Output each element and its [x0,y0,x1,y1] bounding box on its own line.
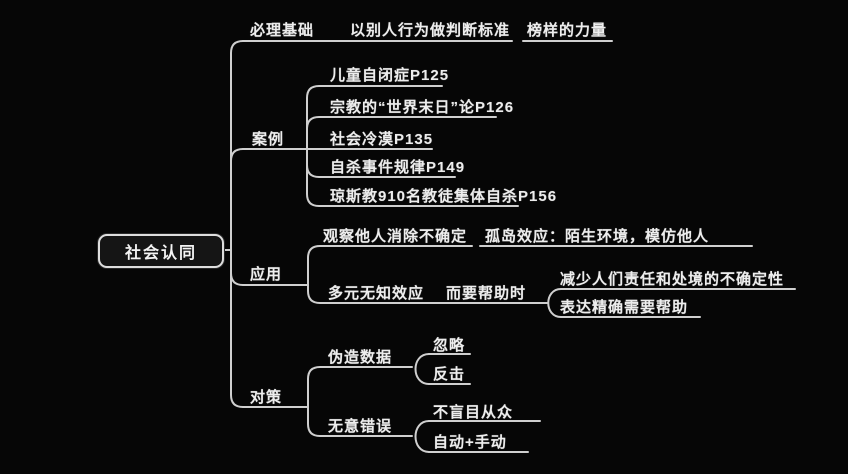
node-express-precise[interactable]: 表达精确需要帮助 [560,299,689,316]
connector-path [414,420,430,453]
branch-cases[interactable]: 案例 [252,131,285,148]
node-case-autism[interactable]: 儿童自闭症P125 [330,67,450,84]
connector-path [307,245,473,286]
node-model-power[interactable]: 榜样的力量 [527,22,608,39]
connector-path [307,284,549,304]
node-case-apathy[interactable]: 社会冷漠P135 [330,131,434,148]
node-unintentional-error[interactable]: 无意错误 [328,418,393,435]
node-auto-manual[interactable]: 自动+手动 [433,434,507,451]
node-counterattack[interactable]: 反击 [433,366,466,383]
connector-path [306,85,443,150]
node-no-blind-follow[interactable]: 不盲目从众 [433,404,514,421]
connector-path [307,366,413,408]
branch-countermeasure[interactable]: 对策 [250,389,283,406]
node-when-need-help[interactable]: 而要帮助时 [446,285,527,302]
connector-path [414,353,430,385]
connector-path [306,116,497,150]
node-island-effect[interactable]: 孤岛效应：陌生环境，模仿他人 [485,228,710,245]
node-reduce-uncertainty[interactable]: 减少人们责任和处境的不确定性 [560,271,785,288]
node-case-jonestown[interactable]: 琼斯教910名教徒集体自杀P156 [330,188,558,205]
node-fake-data[interactable]: 伪造数据 [328,349,393,366]
node-pluralistic-ignorance[interactable]: 多元无知效应 [328,285,425,302]
connector-path [230,249,244,408]
connector-path [230,40,244,251]
branch-application[interactable]: 应用 [250,266,283,283]
connector-path [307,406,413,437]
root-node[interactable]: 社会认同 [98,234,224,268]
node-case-suicide[interactable]: 自杀事件规律P149 [330,159,466,176]
node-ignore[interactable]: 忽略 [433,337,466,354]
node-case-doomsday[interactable]: 宗教的“世界末日”论P126 [330,99,515,116]
connector-path [230,148,244,162]
connector-path [306,148,519,207]
node-judge-standard[interactable]: 以别人行为做判断标准 [350,22,511,39]
node-observe-others[interactable]: 观察他人消除不确定 [323,228,468,245]
connector-path [547,288,562,318]
connector-path [230,272,244,286]
branch-basis[interactable]: 必理基础 [250,22,315,39]
